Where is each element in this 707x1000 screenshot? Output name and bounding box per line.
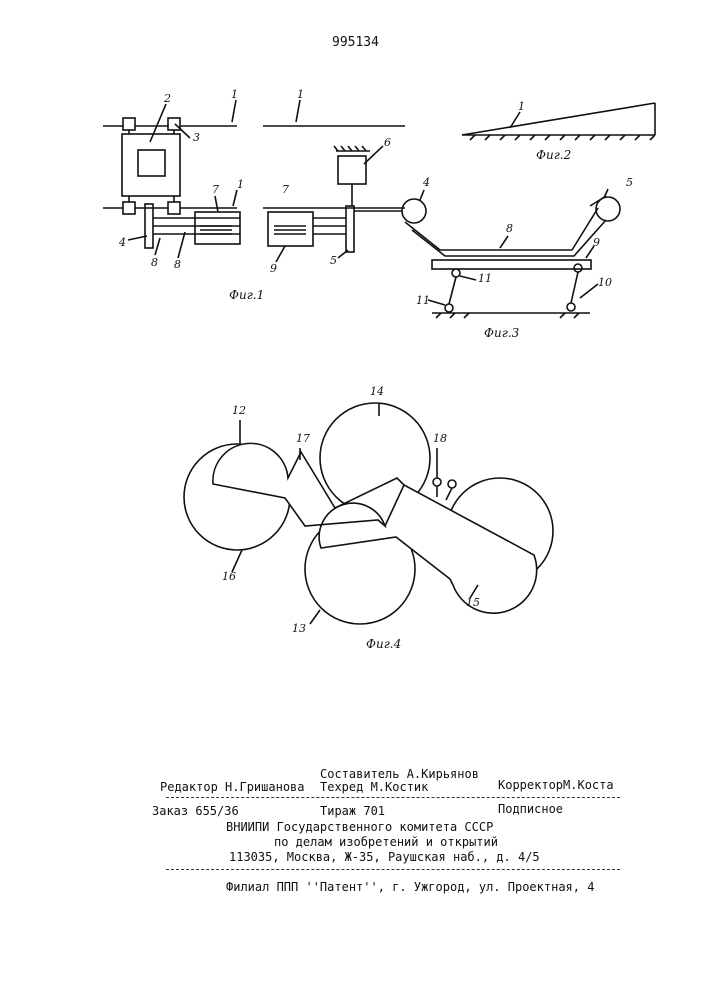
- fig1-label: 3: [193, 131, 200, 145]
- fig4-label: 18: [433, 432, 447, 446]
- figure-1-drawing: [103, 100, 405, 262]
- fig1-label: 9: [270, 262, 277, 276]
- fig1-label: 1: [237, 178, 244, 192]
- figure-4-drawing: [184, 403, 553, 624]
- fig1-label: 1: [231, 88, 238, 102]
- fig1-label: 5: [330, 254, 337, 268]
- fig2-label: 1: [518, 100, 525, 114]
- fig4-label: 16: [222, 570, 236, 584]
- org-line-1: ВНИИПИ Государственного комитета СССР: [226, 820, 493, 834]
- fig3-label: 11: [416, 294, 430, 308]
- fig3-label: 5: [626, 176, 633, 190]
- techred: Техред М.Костик: [320, 780, 428, 794]
- fig2-caption: Фиг.2: [536, 148, 571, 162]
- fig1-label: 8: [174, 258, 181, 272]
- fig4-label: 17: [296, 432, 310, 446]
- fig4-caption: Фиг.4: [366, 637, 401, 651]
- branch: Филиал ППП ''Патент'', г. Ужгород, ул. П…: [226, 880, 594, 894]
- fig1-label: 1: [297, 88, 304, 102]
- fig3-label: 8: [506, 222, 513, 236]
- fig1-label: 6: [384, 136, 391, 150]
- corrector: КорректорМ.Коста: [498, 778, 614, 792]
- fig1-caption: Фиг.1: [229, 288, 264, 302]
- patent-drawings: [0, 0, 707, 720]
- fig1-label: 8: [151, 256, 158, 270]
- fig4-label: 14: [370, 385, 384, 399]
- order: Заказ 655/36: [152, 804, 239, 818]
- fig4-label: 13: [292, 622, 306, 636]
- fig4-label: 15: [466, 596, 480, 610]
- fig3-label: 11: [478, 272, 492, 286]
- fig1-label: 4: [119, 236, 126, 250]
- fig4-label: 12: [232, 404, 246, 418]
- editor: Редактор Н.Гришанова: [160, 780, 305, 794]
- address: 113035, Москва, Ж-35, Раушская наб., д. …: [229, 850, 540, 864]
- subscription: Подписное: [498, 802, 563, 816]
- fig1-label: 7: [282, 183, 289, 197]
- divider-top: [166, 797, 620, 798]
- fig1-label: 7: [212, 183, 219, 197]
- fig3-caption: Фиг.3: [484, 326, 519, 340]
- fig3-label: 9: [593, 236, 600, 250]
- fig1-label: 2: [164, 92, 171, 106]
- compiler: Составитель А.Кирьянов: [320, 767, 479, 781]
- fig3-label: 4: [423, 176, 430, 190]
- circulation: Тираж 701: [320, 804, 385, 818]
- figure-2-drawing: [462, 103, 655, 140]
- fig3-label: 10: [598, 276, 612, 290]
- divider-bottom: [166, 869, 620, 870]
- org-line-2: по делам изобретений и открытий: [274, 835, 498, 849]
